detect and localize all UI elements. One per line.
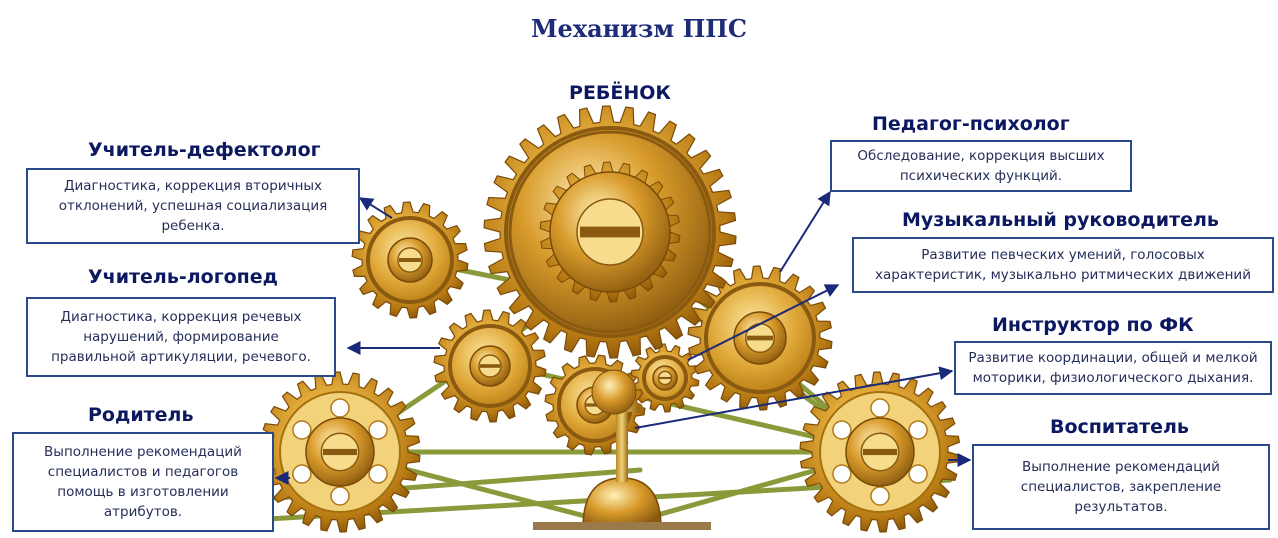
role-logoped-box: Диагностика, коррекция речевых нарушений…: [26, 297, 336, 377]
gears: [259, 105, 961, 533]
gear-icon-parent: [259, 371, 421, 533]
role-music-text: Развитие певческих умений, голосовых хар…: [875, 247, 1251, 283]
arrow-icon-defectologist: [358, 197, 393, 219]
role-psychologist-box: Обследование, коррекция высших психическ…: [830, 140, 1132, 192]
role-defectologist-text: Диагностика, коррекция вторичных отклоне…: [58, 178, 328, 234]
role-defectologist-title: Учитель-дефектолог: [88, 139, 321, 161]
role-psychologist-title: Педагог-психолог: [872, 113, 1070, 135]
role-educator-text: Выполнение рекомендаций специалистов, за…: [1020, 459, 1222, 515]
role-psychologist-text: Обследование, коррекция высших психическ…: [857, 148, 1105, 184]
arrows: [274, 190, 972, 485]
gear-icon-tiny: [630, 343, 700, 413]
lever-icon: [533, 369, 711, 530]
role-parent-box: Выполнение рекомендаций специалистов и п…: [12, 432, 274, 532]
role-logoped-title: Учитель-логопед: [88, 266, 279, 288]
center-label-child: РЕБЁНОК: [569, 82, 671, 104]
role-parent-text: Выполнение рекомендаций специалистов и п…: [44, 444, 242, 520]
gear-icon-music: [687, 265, 833, 411]
role-logoped-text: Диагностика, коррекция речевых нарушений…: [51, 309, 311, 365]
role-music-box: Развитие певческих умений, голосовых хар…: [852, 237, 1274, 293]
role-pe-box: Развитие координации, общей и мелкой мот…: [954, 341, 1272, 395]
role-music-title: Музыкальный руководитель: [902, 209, 1219, 231]
role-pe-text: Развитие координации, общей и мелкой мот…: [968, 350, 1258, 386]
arrow-icon-psychologist: [779, 190, 831, 273]
page-title: Механизм ППС: [530, 14, 747, 43]
gear-icon-logoped: [433, 309, 547, 423]
role-pe-title: Инструктор по ФК: [992, 314, 1194, 336]
arrow-icon-pe: [634, 366, 954, 429]
gear-icon-educator: [799, 371, 961, 533]
gear-icon-child: [483, 105, 737, 359]
role-educator-box: Выполнение рекомендаций специалистов, за…: [972, 444, 1270, 530]
role-educator-title: Воспитатель: [1050, 416, 1189, 438]
arrow-icon-music: [687, 284, 840, 361]
role-defectologist-box: Диагностика, коррекция вторичных отклоне…: [26, 168, 360, 244]
role-parent-title: Родитель: [88, 404, 194, 426]
gear-icon-defectologist: [351, 201, 469, 319]
